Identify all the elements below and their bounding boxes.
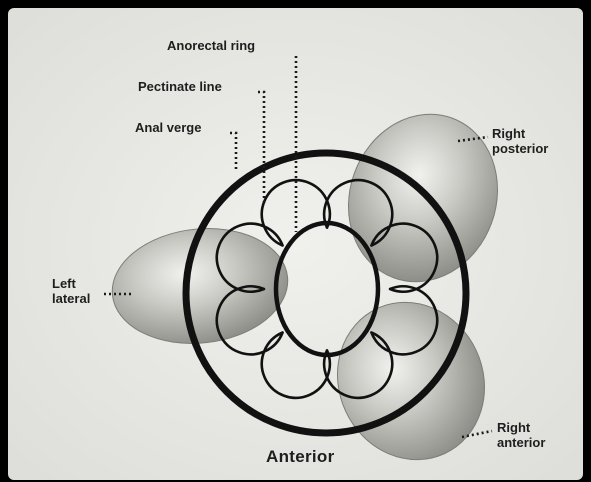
right-posterior-label: Right posterior	[492, 126, 548, 156]
anal-verge-label: Anal verge	[135, 120, 201, 135]
right-posterior-label-line1: Right	[492, 126, 548, 141]
paper-background	[8, 8, 583, 480]
right-anterior-label-line2: anterior	[497, 435, 545, 450]
right-anterior-label-line1: Right	[497, 420, 545, 435]
anterior-label: Anterior	[266, 447, 335, 466]
left-lateral-label: Left lateral	[52, 276, 90, 306]
pectinate-line-label: Pectinate line	[138, 79, 222, 94]
left-lateral-label-line1: Left	[52, 276, 90, 291]
right-posterior-label-line2: posterior	[492, 141, 548, 156]
anorectal-ring-label: Anorectal ring	[167, 38, 255, 53]
left-lateral-label-line2: lateral	[52, 291, 90, 306]
right-anterior-label: Right anterior	[497, 420, 545, 450]
